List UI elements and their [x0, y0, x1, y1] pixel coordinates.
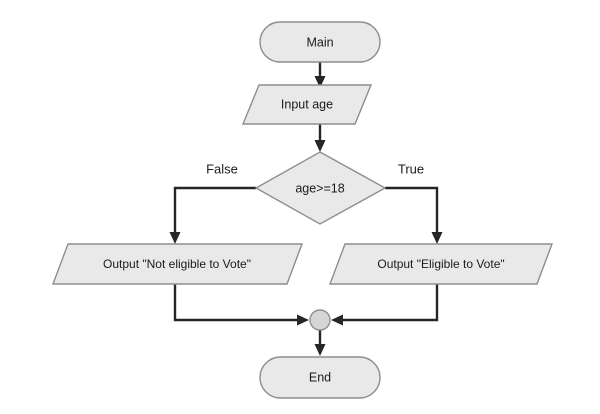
node-end-label: End — [309, 370, 331, 384]
node-input-age-label: Input age — [281, 97, 333, 111]
connector-decision-true — [385, 186, 443, 244]
edge-label-true: True — [398, 161, 424, 176]
node-output-not-eligible[interactable]: Output "Not eligible to Vote" — [51, 243, 304, 285]
node-output-eligible[interactable]: Output "Eligible to Vote" — [328, 243, 554, 285]
node-input-age[interactable]: Input age — [241, 84, 373, 125]
node-merge-junction[interactable] — [309, 309, 331, 331]
node-output-eligible-label: Output "Eligible to Vote" — [377, 257, 504, 271]
edge-label-false: False — [206, 161, 238, 176]
connector-merge-to-end — [314, 329, 326, 356]
node-output-not-eligible-label: Output "Not eligible to Vote" — [103, 257, 251, 271]
connector-decision-false — [169, 186, 256, 244]
node-end[interactable]: End — [259, 356, 381, 399]
node-start[interactable]: Main — [259, 21, 381, 63]
node-decision[interactable]: age>=18 — [254, 151, 387, 225]
connector-false-output-to-merge — [173, 284, 309, 326]
node-start-label: Main — [306, 35, 333, 49]
connector-start-to-input — [314, 62, 326, 88]
node-decision-label: age>=18 — [295, 181, 344, 195]
connector-true-output-to-merge — [331, 284, 439, 326]
connector-input-to-decision — [314, 124, 326, 152]
